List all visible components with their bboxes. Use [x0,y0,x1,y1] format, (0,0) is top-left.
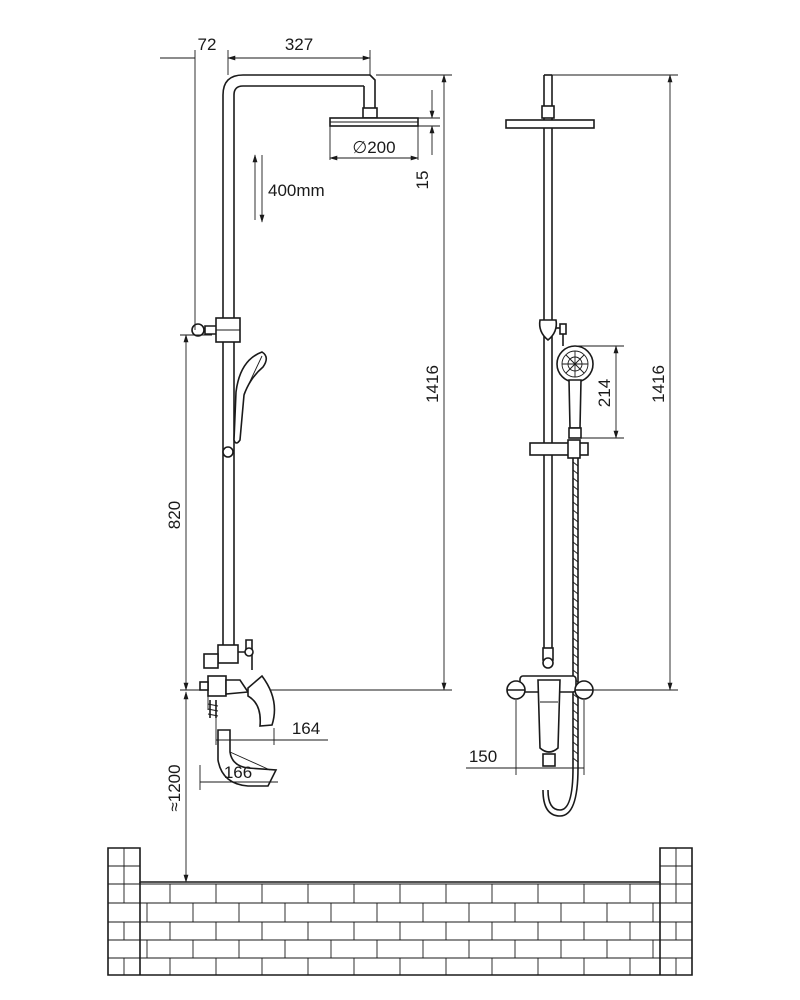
side-mixer-body [199,639,276,727]
dim-inlet-150 [466,700,585,775]
dim-head-diameter [329,126,419,161]
front-slider-bracket [529,439,589,459]
front-overhead-arm [541,74,555,119]
dim-150-label: 150 [469,747,497,766]
front-mid-fitting [538,319,567,346]
front-view [505,74,595,817]
dim-spout-166 [199,765,278,790]
dim-15-label: 15 [413,171,432,190]
side-bath-spout [217,729,278,787]
front-riser-pipe [543,118,553,650]
dim-1200-label: ≈1200 [165,764,184,811]
dim-head-thickness [418,90,440,155]
dim-total-height-left [270,74,452,691]
side-view [191,74,419,787]
front-hand-shower [556,345,594,439]
dim-1416-right-label: 1416 [649,365,668,403]
brick-joints [123,848,677,975]
side-shower-head [329,107,419,127]
dim-400mm-label: 400mm [268,181,325,200]
side-overhead-arm [222,74,376,108]
side-threaded-inlet [207,700,219,718]
dim-166-label: 166 [224,763,252,782]
dim-164-label: 164 [292,719,320,738]
dim-top-offsets [160,50,371,330]
side-slider-knob [222,446,234,458]
side-hand-shower [233,351,268,444]
dim-72-label: 72 [198,35,217,54]
dim-total-height-right [552,74,678,691]
dim-outlet-height [180,334,212,691]
front-shower-head [505,119,595,129]
dim-diameter-label: ∅200 [352,138,395,157]
front-mixer-body [506,647,594,767]
dim-handshower-length [578,345,624,439]
dim-1416-left-label: 1416 [423,365,442,403]
dim-214-label: 214 [595,379,614,407]
front-hose [542,458,579,817]
side-mid-fitting [191,317,241,343]
dim-spout-164 [215,700,328,745]
dim-327-label: 327 [285,35,313,54]
dim-adjust-arrows [252,154,265,223]
bathtub-brick-base [107,847,693,976]
side-riser-pipe [222,95,235,650]
dim-820-label: 820 [165,501,184,529]
